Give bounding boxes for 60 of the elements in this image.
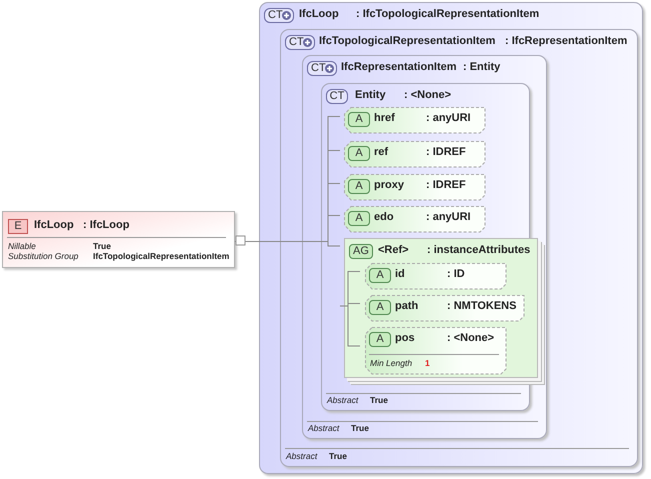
attribute-box: [365, 295, 525, 322]
type-name: : anyURI: [426, 211, 471, 223]
property-value: True: [93, 241, 111, 251]
property-value: True: [351, 423, 369, 433]
type-name: : IDREF: [426, 179, 466, 191]
type-name: : <None>: [447, 332, 494, 344]
type-badge: A: [369, 268, 391, 283]
property-name: Substitution Group: [8, 251, 78, 261]
attribute-box: [365, 327, 507, 375]
type-badge: CT: [264, 8, 294, 23]
element-name: pos: [395, 332, 415, 344]
type-name: : NMTOKENS: [447, 300, 516, 312]
attribute-box: [344, 107, 486, 134]
element-name: edo: [374, 211, 394, 223]
element-name: ref: [374, 146, 388, 158]
type-badge: A: [369, 300, 391, 315]
type-badge: E: [8, 219, 28, 234]
property-value: True: [370, 395, 388, 405]
element-name: IfcLoop: [299, 8, 339, 20]
type-name: : IfcTopologicalRepresentationItem: [356, 8, 540, 20]
property-value: IfcTopologicalRepresentationItem: [93, 251, 230, 261]
type-badge: CT: [326, 89, 348, 104]
type-name: : IfcRepresentationItem: [505, 35, 628, 47]
type-name: : IDREF: [426, 146, 466, 158]
type-badge: A: [348, 146, 370, 161]
element-name: IfcLoop: [34, 219, 74, 231]
element-name: proxy: [374, 179, 404, 191]
type-name: : <None>: [404, 89, 452, 101]
element-name: href: [374, 112, 395, 124]
type-badge: A: [348, 179, 370, 194]
element-name: id: [395, 268, 405, 280]
type-badge: CT: [307, 61, 337, 76]
attribute-box: [344, 174, 486, 201]
attribute-box: [365, 263, 507, 290]
element-name: IfcTopologicalRepresentationItem: [319, 35, 496, 47]
element-name: path: [395, 300, 418, 312]
property-name: Abstract: [286, 451, 318, 461]
element-name: <Ref>: [378, 244, 409, 256]
type-name: : ID: [447, 268, 465, 280]
complex-type-box: [302, 55, 547, 439]
type-name: : Entity: [463, 61, 500, 73]
type-badge: A: [348, 112, 370, 127]
attribute-box: [344, 141, 486, 168]
type-name: : IfcLoop: [83, 219, 130, 231]
property-value: 1: [425, 358, 430, 368]
type-badge: AG: [349, 244, 373, 259]
element-name: Entity: [355, 89, 386, 101]
attribute-box: [344, 206, 486, 233]
type-badge: CT: [285, 35, 315, 50]
property-value: True: [329, 451, 347, 461]
type-name: : anyURI: [426, 112, 471, 124]
property-name: Abstract: [327, 395, 358, 405]
type-badge: A: [369, 332, 391, 347]
property-name: Min Length: [370, 358, 412, 368]
element-box: [2, 211, 235, 268]
element-name: IfcRepresentationItem: [341, 61, 457, 73]
property-name: Abstract: [308, 423, 340, 433]
property-name: Nillable: [8, 241, 36, 251]
type-badge: A: [348, 211, 370, 226]
type-name: : instanceAttributes: [427, 244, 530, 256]
